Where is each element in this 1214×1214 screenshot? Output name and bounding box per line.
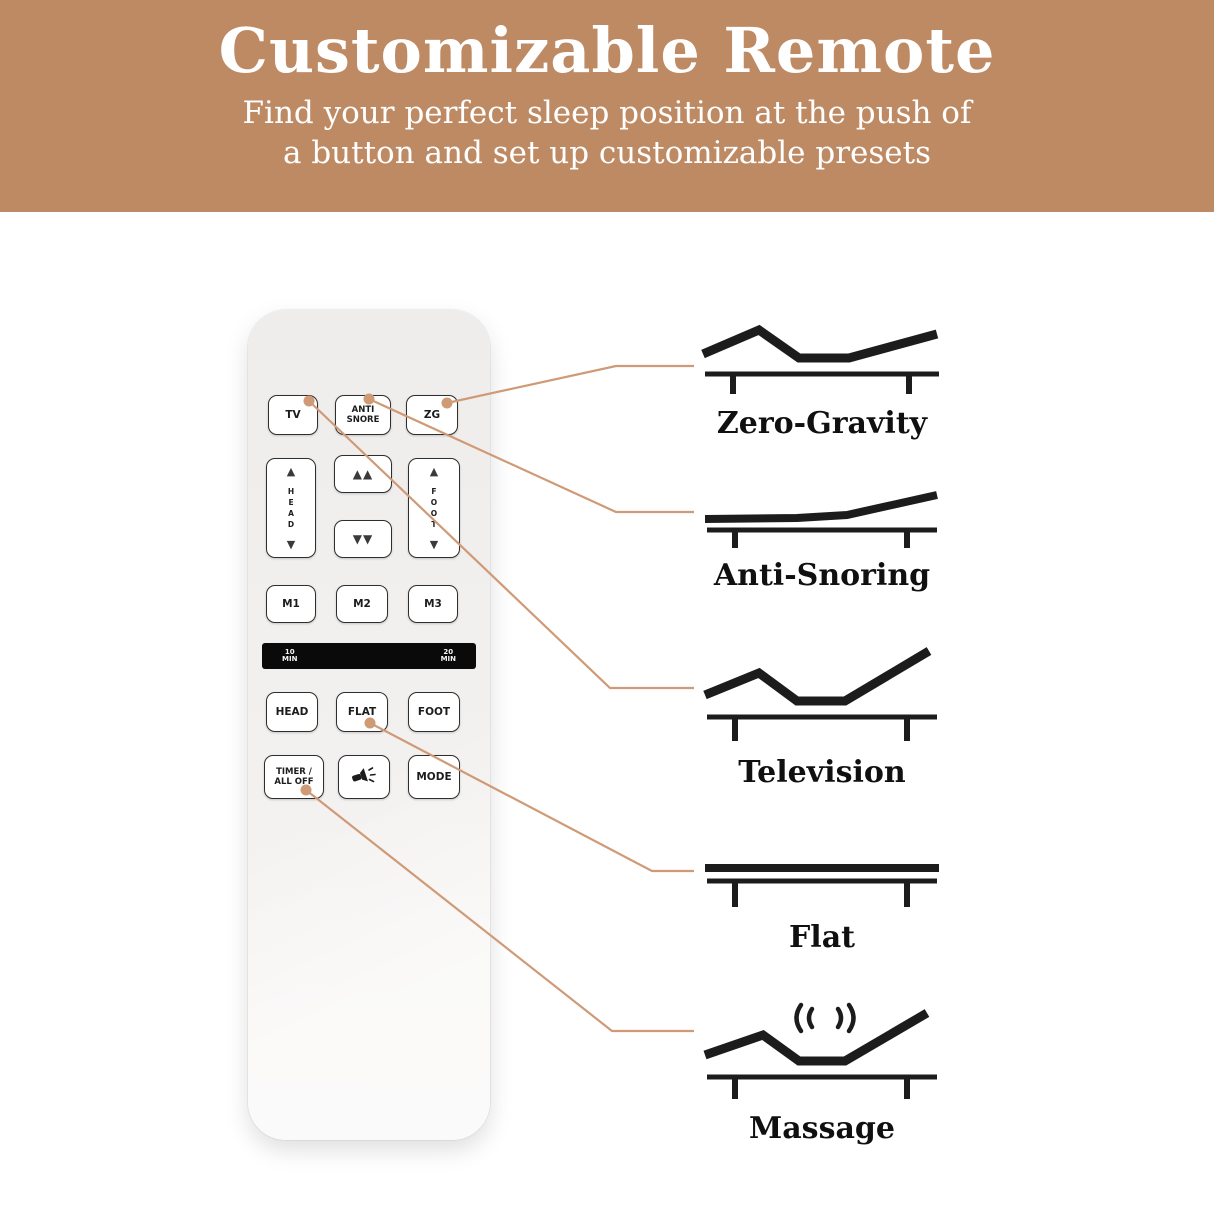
flat-bed-icon [705,864,939,907]
head-button[interactable]: HEAD [266,692,318,732]
position-anti-snoring: Anti-Snoring [655,486,989,593]
memory-2-button[interactable]: M2 [336,585,388,623]
foot-rocker-button[interactable]: ▲ F O O T ▼ [408,458,460,558]
foot-up-arrow-icon: ▲ [429,465,439,478]
memory-1-button[interactable]: M1 [266,585,316,623]
television-label: Television [738,755,906,790]
position-television: Television [655,645,989,790]
remote-control: TV ANTI SNORE ZG ▲ H E A D ▼ ▲▲ ▼▼ ▲ F O… [248,310,490,1140]
timer-20min-label: 20 MIN [440,647,456,663]
massage-bed-icon [703,1002,937,1099]
tv-button[interactable]: TV [268,395,318,435]
banner-subtitle: Find your perfect sleep position at the … [243,93,972,173]
foot-down-arrow-icon: ▼ [429,538,439,551]
position-zero-gravity: Zero-Gravity [655,318,989,441]
anti-snore-button[interactable]: ANTI SNORE [335,395,391,435]
head-down-arrow-icon: ▼ [286,538,296,551]
both-up-button[interactable]: ▲▲ [334,455,392,493]
anti-snoring-bed-icon [704,491,938,548]
massage-label: Massage [749,1111,895,1146]
position-massage: Massage [655,993,989,1146]
head-rocker-label: H E A D [287,487,295,529]
foot-rocker-label: F O O T [430,487,438,529]
banner-subtitle-line1: Find your perfect sleep position at the … [242,95,972,131]
television-bed-icon [703,647,937,741]
flashlight-button[interactable] [338,755,390,799]
zero-gravity-label: Zero-Gravity [716,406,928,441]
zero-gravity-bed-icon [701,324,939,394]
flat-label: Flat [789,920,855,955]
foot-button[interactable]: FOOT [408,692,460,732]
memory-3-button[interactable]: M3 [408,585,458,623]
mode-button[interactable]: MODE [408,755,460,799]
head-rocker-button[interactable]: ▲ H E A D ▼ [266,458,316,558]
timer-display: 10 MIN 20 MIN [262,643,476,669]
anti-snoring-label: Anti-Snoring [713,558,931,593]
banner: Customizable Remote Find your perfect sl… [0,0,1214,212]
flashlight-icon [351,766,377,789]
head-up-arrow-icon: ▲ [286,465,296,478]
zero-gravity-button[interactable]: ZG [406,395,458,435]
timer-all-off-button[interactable]: TIMER / ALL OFF [264,755,324,799]
flat-button[interactable]: FLAT [336,692,388,732]
page-title: Customizable Remote [218,14,996,87]
banner-subtitle-line2: a button and set up customizable presets [283,135,931,171]
position-flat: Flat [655,860,989,955]
timer-10min-label: 10 MIN [282,647,298,663]
both-down-button[interactable]: ▼▼ [334,520,392,558]
